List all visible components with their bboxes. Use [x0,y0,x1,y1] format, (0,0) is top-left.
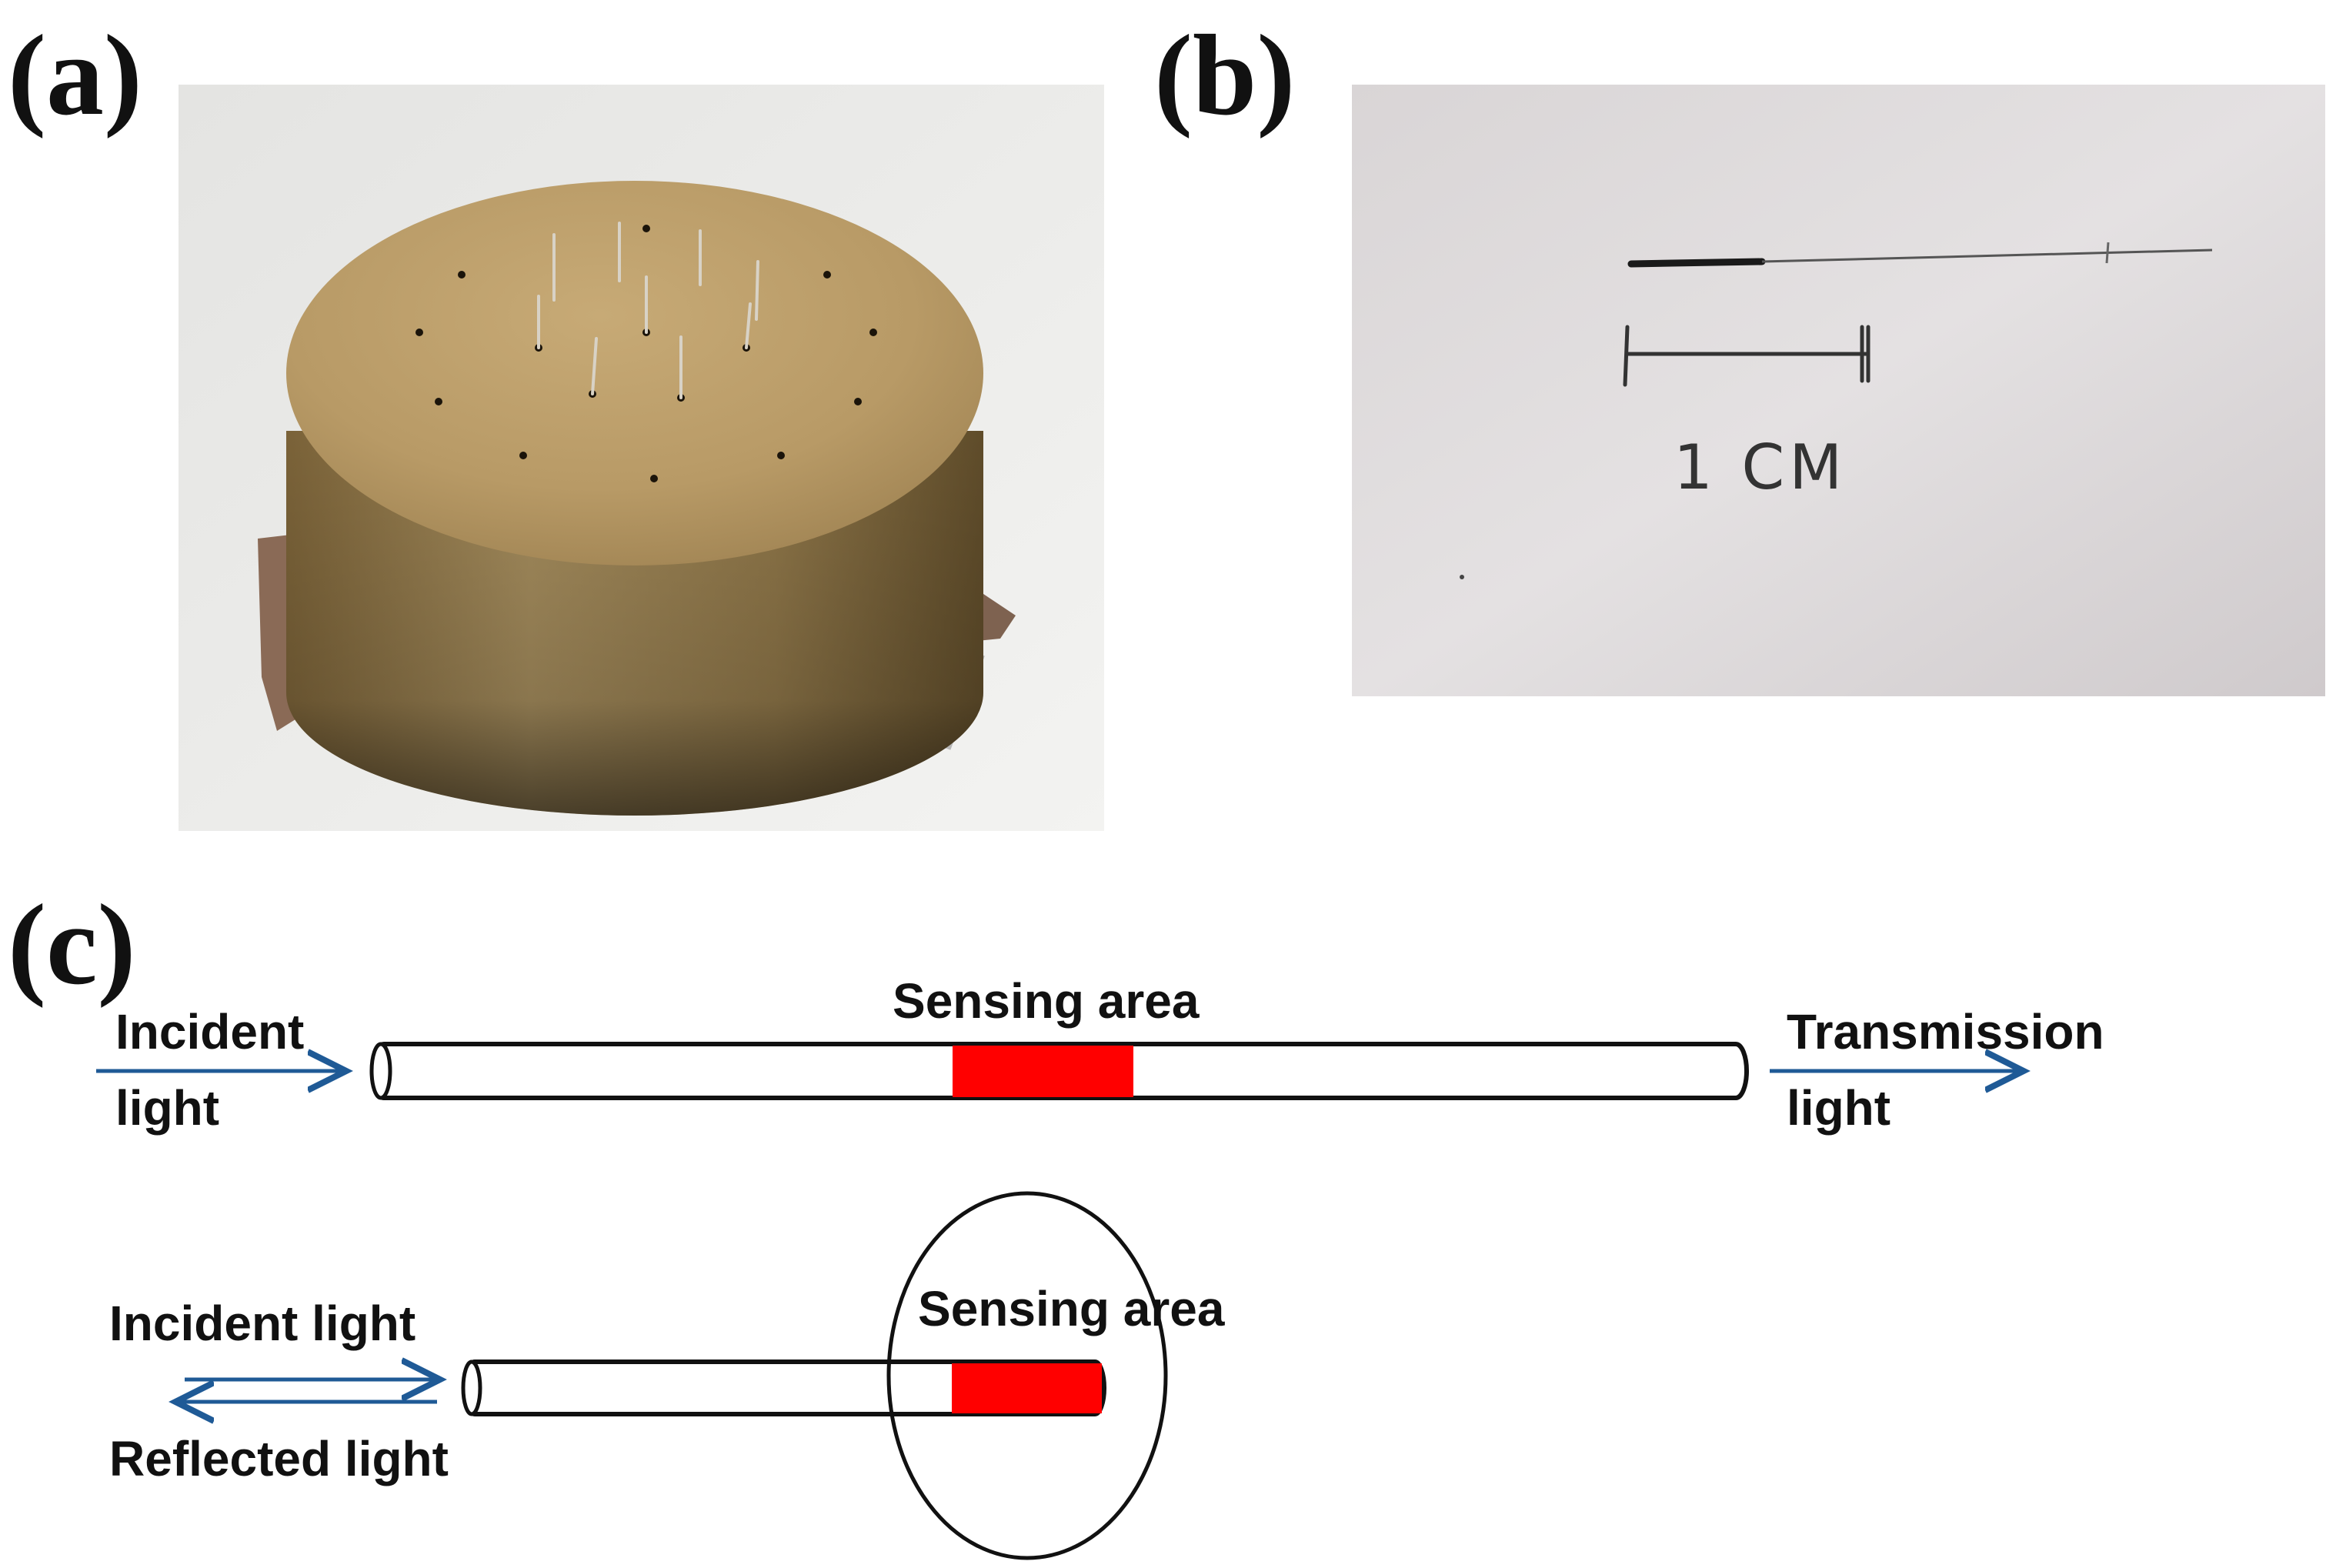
transmission-setup: Incident light Sensing area Transmission… [96,973,2104,1136]
sensing-area-reflection [952,1363,1102,1413]
photo-brass-holder [179,85,1104,831]
incident-light-label-line1: Incident [115,1004,304,1059]
panel-b-label: (b) [1154,12,1295,139]
fiber-tube-reflection [461,1359,1106,1416]
panel-c: (c) Incident light Sensing area Transmis… [8,881,2104,1560]
scale-bar [1623,325,1870,387]
panel-c-label: (c) [8,881,135,1009]
transmission-light-label-line2: light [1787,1080,1890,1136]
sensing-area-label-transmission: Sensing area [893,973,1200,1029]
sensing-area-transmission [953,1046,1133,1097]
reflection-setup: Incident light Reflected light Sensing a… [109,1191,1225,1560]
reflected-light-label: Reflected light [109,1431,449,1486]
panel-a: (a) [8,12,1104,831]
incident-light-label-reflection: Incident light [109,1296,415,1351]
scale-label: 1 CM [1674,432,1847,503]
incident-light-label-line2: light [115,1080,219,1136]
sensing-area-label-reflection: Sensing area [918,1281,1225,1336]
transmission-light-label-line1: Transmission [1787,1004,2104,1059]
photo-fiber-on-paper: 1 CM [1352,85,2325,696]
highlight-ellipse [886,1191,1168,1560]
panel-a-label: (a) [8,12,142,139]
panel-b: (b) 1 CM [1154,12,2325,696]
